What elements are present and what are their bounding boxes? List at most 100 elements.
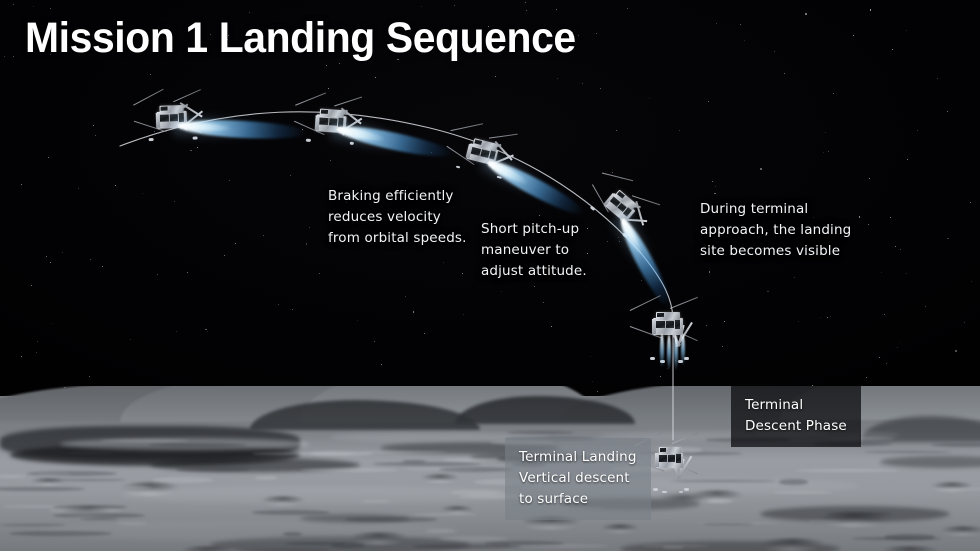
- terrain-feature: [633, 452, 741, 455]
- terrain-feature: [413, 512, 478, 516]
- star: [774, 50, 776, 52]
- terrain-feature: [831, 437, 895, 441]
- lander-4: [589, 172, 676, 311]
- side-panel: [654, 453, 659, 468]
- terrain-feature: [352, 536, 405, 545]
- foot-pad: [684, 357, 689, 360]
- star: [397, 59, 399, 61]
- terrain-feature: [251, 451, 357, 456]
- star: [495, 75, 497, 77]
- terrain-feature: [508, 543, 608, 548]
- star: [906, 159, 908, 161]
- annotation-pitch-up: Short pitch-up maneuver to adjust attitu…: [481, 221, 587, 279]
- terrain-feature: [880, 456, 980, 468]
- star: [125, 38, 127, 39]
- star: [35, 351, 37, 353]
- star: [36, 341, 38, 343]
- star: [963, 322, 965, 323]
- instrument-panel: [159, 114, 170, 122]
- foot-pad: [662, 491, 667, 494]
- star: [895, 245, 897, 247]
- star: [226, 38, 228, 40]
- foot-pad: [653, 488, 658, 491]
- terrain-feature: [120, 486, 520, 504]
- terrain-feature: [401, 459, 426, 464]
- foot-pad: [678, 360, 683, 363]
- star: [611, 168, 613, 170]
- terrain-feature: [762, 543, 822, 551]
- star: [970, 280, 972, 282]
- instrument-panel: [675, 320, 680, 329]
- terrain-feature: [822, 517, 885, 527]
- star: [833, 92, 834, 94]
- terrain-feature: [48, 508, 121, 514]
- star: [812, 217, 814, 219]
- terrain-feature: [940, 526, 980, 535]
- star: [142, 192, 144, 194]
- star: [824, 131, 827, 134]
- foot-pad: [678, 491, 684, 494]
- terrain-feature: [820, 512, 890, 525]
- terrain-feature: [665, 446, 703, 453]
- star: [900, 248, 902, 250]
- star: [50, 54, 52, 56]
- star: [50, 8, 52, 9]
- terrain-feature: [361, 500, 392, 503]
- star: [463, 313, 464, 315]
- star: [12, 4, 14, 6]
- star: [797, 320, 799, 322]
- terrain-feature: [37, 472, 72, 477]
- star: [823, 151, 825, 154]
- star: [947, 237, 949, 240]
- star: [374, 76, 376, 78]
- terrain-feature: [30, 478, 66, 485]
- terrain-feature: [703, 522, 753, 526]
- star: [153, 130, 155, 132]
- star: [885, 362, 887, 364]
- terrain-feature: [779, 479, 808, 485]
- terrain-feature: [942, 530, 980, 537]
- star: [405, 295, 406, 297]
- star: [679, 130, 681, 132]
- terrain-feature: [441, 458, 525, 463]
- terrain-feature: [662, 546, 684, 550]
- annotation-terminal-approach: During terminal approach, the landing si…: [700, 201, 852, 259]
- terrain-feature: [403, 468, 480, 471]
- star: [555, 8, 557, 10]
- terrain-feature: [67, 452, 114, 455]
- terrain-feature: [79, 517, 118, 521]
- star: [596, 33, 598, 35]
- star: [165, 32, 167, 34]
- star: [524, 2, 526, 3]
- star: [101, 266, 103, 267]
- star: [852, 34, 854, 36]
- terrain-feature: [148, 442, 246, 448]
- terrain-feature: [236, 548, 330, 551]
- terrain-feature: [2, 504, 89, 509]
- star: [223, 255, 225, 256]
- terrain-feature: [807, 519, 842, 523]
- star: [881, 271, 882, 273]
- star: [166, 29, 168, 31]
- star: [868, 224, 869, 226]
- descent-plume: [667, 335, 671, 371]
- terrain-feature: [300, 514, 410, 523]
- star: [587, 253, 589, 254]
- star: [767, 291, 769, 293]
- star: [720, 234, 722, 236]
- terrain-feature: [32, 481, 65, 487]
- terrain-feature: [26, 471, 117, 477]
- terrain-feature: [373, 461, 481, 466]
- star: [421, 5, 423, 7]
- star: [526, 9, 527, 11]
- star: [89, 376, 91, 378]
- star: [542, 301, 544, 303]
- star: [114, 184, 116, 186]
- page-title: Mission 1 Landing Sequence: [25, 14, 576, 62]
- terrain-feature: [706, 498, 733, 503]
- terrain-feature: [120, 482, 180, 494]
- terrain-feature: [884, 534, 936, 540]
- terrain-feature: [698, 522, 779, 525]
- star: [4, 56, 6, 58]
- star: [805, 13, 808, 16]
